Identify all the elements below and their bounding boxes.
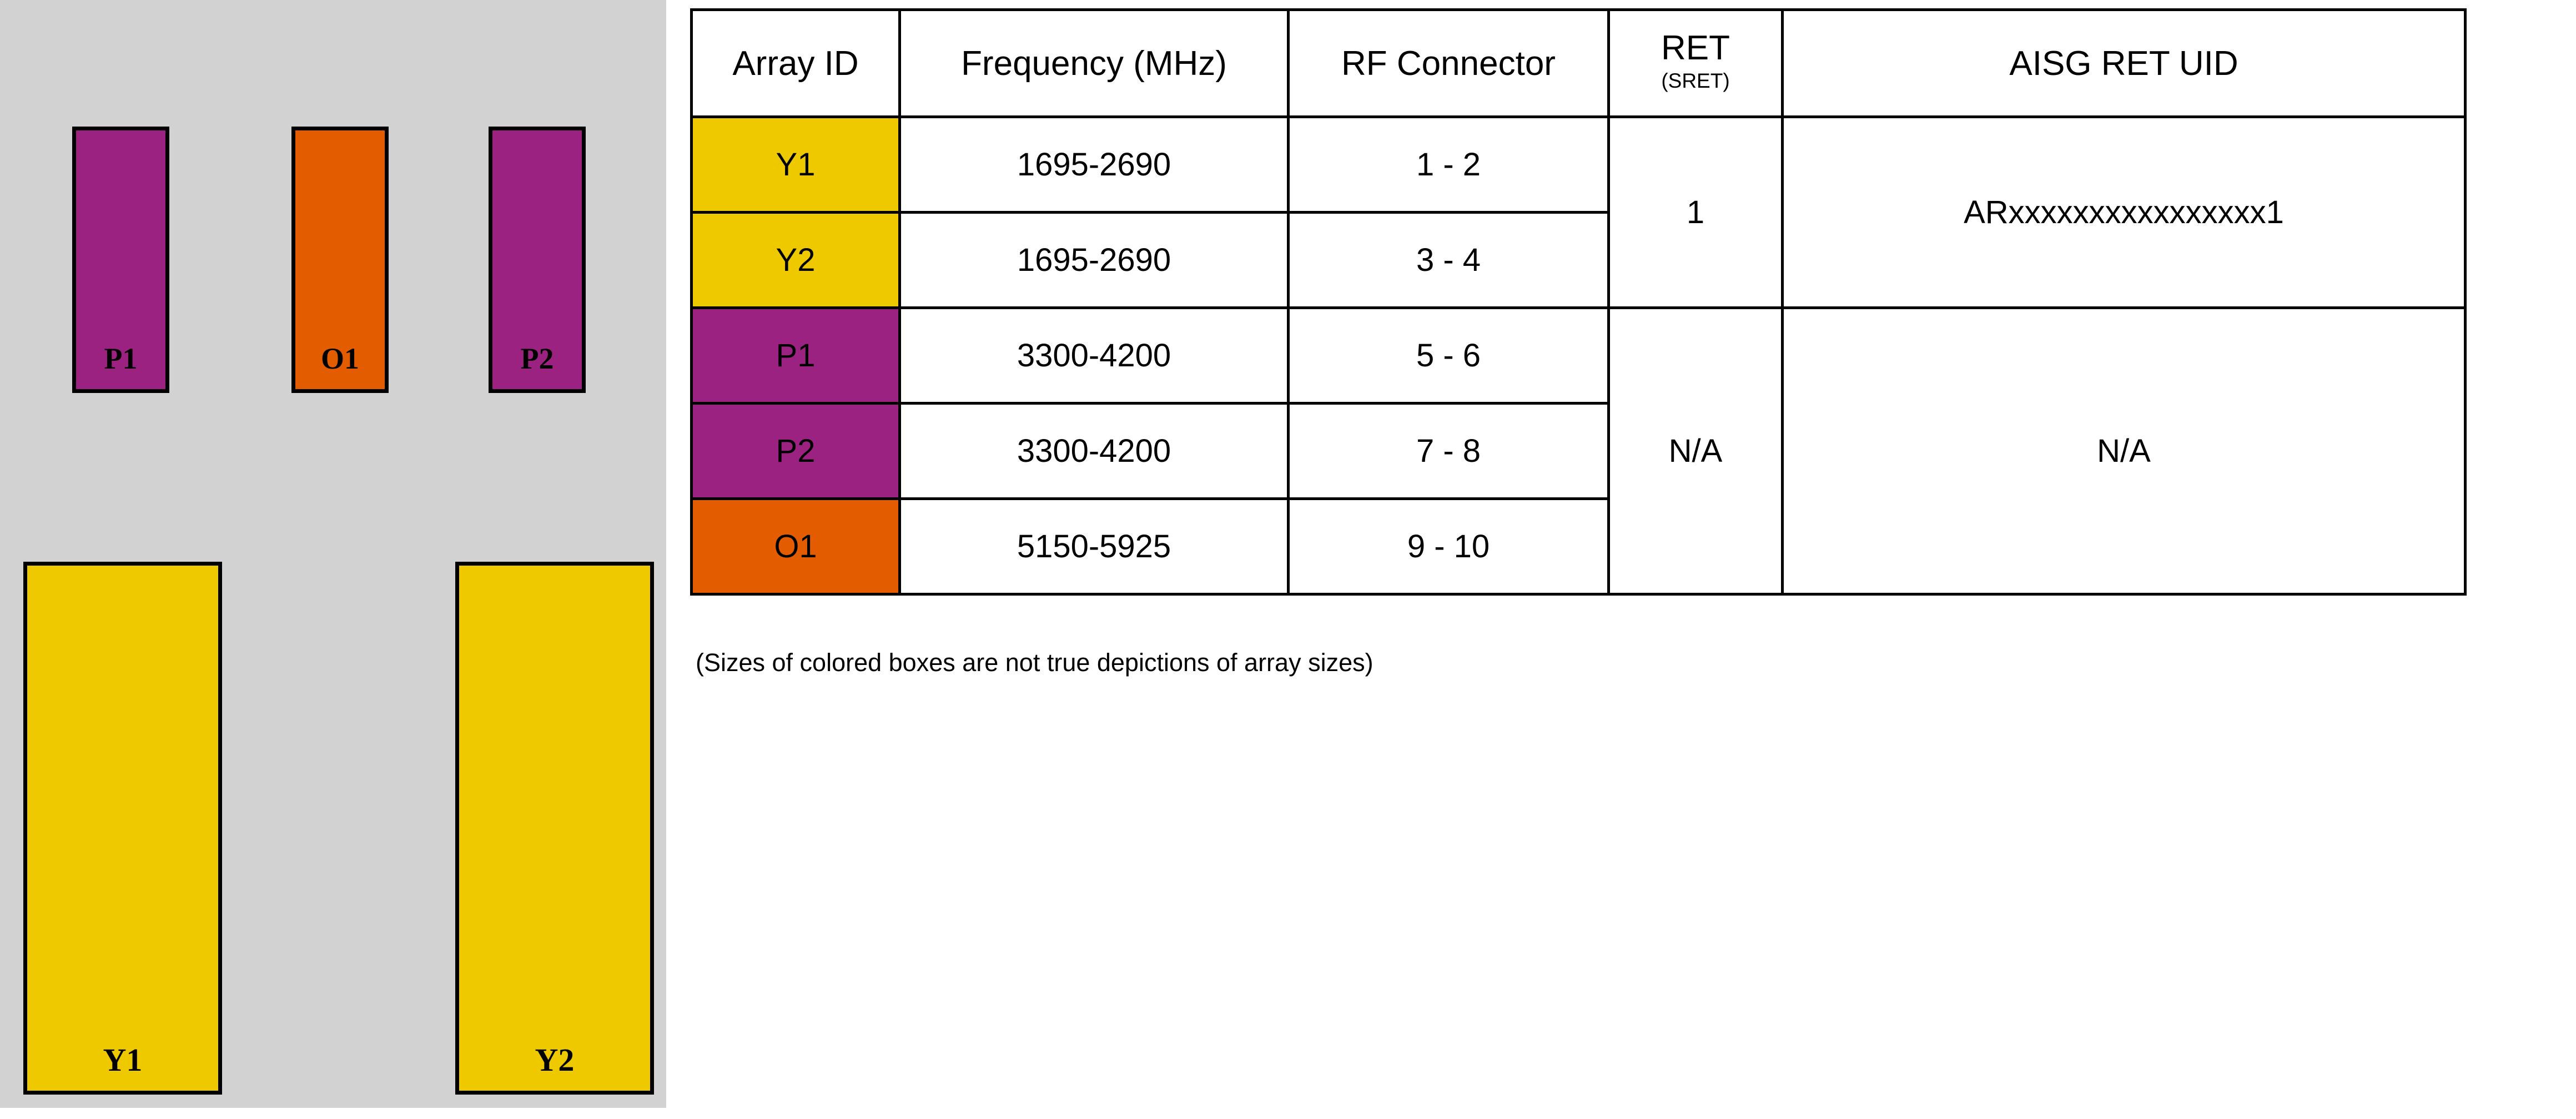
column-header-ret-sub: (SRET)	[1661, 69, 1730, 92]
cell-ret-group-2: N/A	[1607, 306, 1784, 596]
column-header-array-id: Array ID	[690, 8, 901, 118]
array-box-p1: P1	[72, 127, 169, 393]
table-row: Y1 1695-2690 1 - 2 1 ARxxxxxxxxxxxxxxxx1	[690, 115, 2467, 309]
cell-rf-connector: 7 - 8	[1287, 402, 1610, 500]
array-box-y1: Y1	[23, 562, 222, 1095]
array-box-o1: O1	[291, 127, 389, 393]
column-header-aisg-ret-uid: AISG RET UID	[1781, 8, 2467, 118]
cell-frequency: 3300-4200	[898, 402, 1290, 500]
cell-rf-connector: 9 - 10	[1287, 497, 1610, 596]
array-spec-table-container: Array ID Frequency (MHz) RF Connector RE…	[690, 8, 2467, 596]
cell-array-id: P1	[690, 306, 901, 405]
cell-aisg-ret-uid-group-2: N/A	[1781, 306, 2467, 596]
cell-rf-connector: 1 - 2	[1287, 115, 1610, 214]
array-box-label-p1: P1	[104, 342, 138, 375]
table-row: O1 5150-5925 9 - 10	[690, 497, 2466, 596]
cell-aisg-ret-uid-group-1: ARxxxxxxxxxxxxxxxx1	[1781, 115, 2467, 309]
cell-array-id: Y1	[690, 115, 901, 214]
table-row: P1 3300-4200 5 - 6 N/A N/A	[690, 306, 2467, 596]
cell-frequency: 3300-4200	[898, 306, 1290, 405]
cell-rf-connector: 5 - 6	[1287, 306, 1610, 405]
cell-rf-connector: 3 - 4	[1287, 211, 1610, 309]
array-spec-table: Array ID Frequency (MHz) RF Connector RE…	[690, 8, 2467, 596]
table-row: Y2 1695-2690 3 - 4	[690, 211, 2466, 309]
cell-frequency: 1695-2690	[898, 115, 1290, 214]
column-header-rf-connector: RF Connector	[1287, 8, 1610, 118]
table-header-row: Array ID Frequency (MHz) RF Connector RE…	[690, 8, 2467, 118]
table-note: (Sizes of colored boxes are not true dep…	[696, 648, 1373, 677]
column-header-frequency: Frequency (MHz)	[898, 8, 1290, 118]
cell-frequency: 1695-2690	[898, 211, 1290, 309]
array-box-label-y1: Y1	[103, 1042, 143, 1078]
table-row: P2 3300-4200 7 - 8	[690, 402, 2466, 500]
array-box-label-p2: P2	[520, 342, 554, 375]
cell-frequency: 5150-5925	[898, 497, 1290, 596]
cell-ret-group-1: 1	[1607, 115, 1784, 309]
antenna-array-layout-panel: P1 O1 P2 Y1 Y2	[0, 0, 666, 1108]
array-box-y2: Y2	[455, 562, 654, 1095]
column-header-ret-main: RET	[1661, 28, 1730, 67]
array-box-label-y2: Y2	[535, 1042, 575, 1078]
cell-array-id: Y2	[690, 211, 901, 309]
cell-array-id: P2	[690, 402, 901, 500]
array-box-p2: P2	[489, 127, 586, 393]
cell-array-id: O1	[690, 497, 901, 596]
array-box-label-o1: O1	[320, 342, 359, 375]
column-header-ret: RET (SRET)	[1607, 8, 1784, 118]
